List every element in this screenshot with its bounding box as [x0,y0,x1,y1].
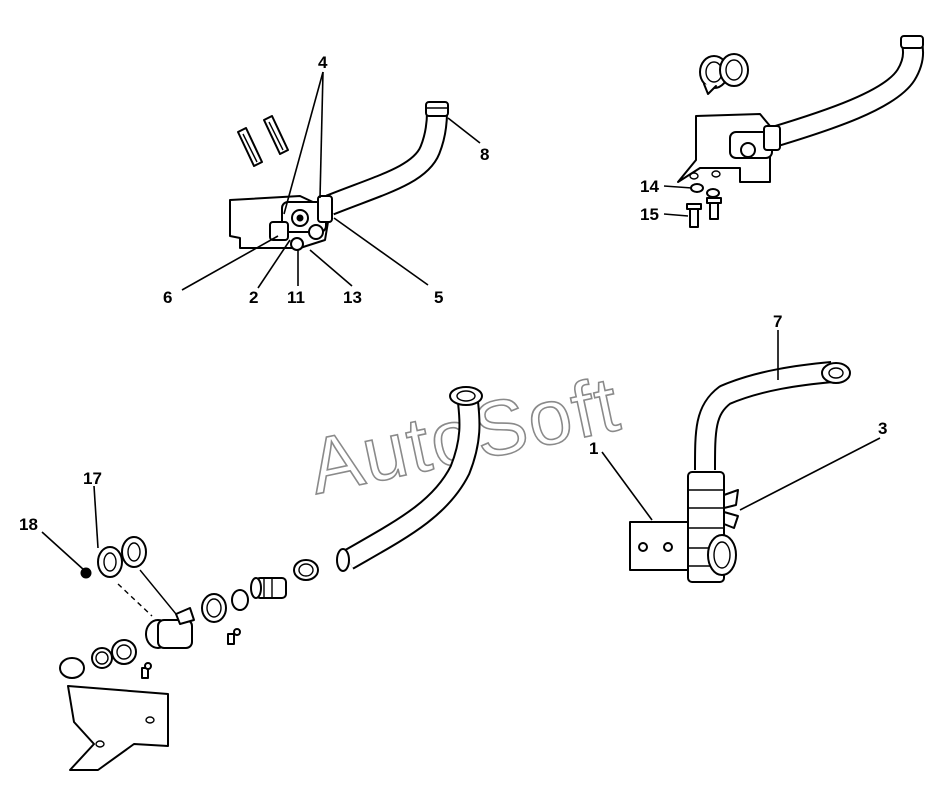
bolt [706,197,722,220]
washer [690,183,704,193]
callouts: 4 8 6 2 11 13 5 14 15 7 3 1 17 18 [19,53,887,534]
callout-1: 1 [589,439,598,458]
callout-13: 13 [343,288,362,307]
heater-hose-long [342,400,481,570]
assembly-top-right [677,35,925,228]
fitting [250,577,287,599]
callout-7: 7 [773,312,782,331]
heater-valve-bottom [145,607,195,649]
callout-11: 11 [287,288,305,307]
callout-2: 2 [249,288,258,307]
callout-5: 5 [434,288,443,307]
assembly-bottom-left [59,386,483,771]
callout-3: 3 [878,419,887,438]
valve-right [729,125,781,159]
heater-hose-right [766,41,925,149]
heater-hose-7 [694,361,834,471]
callout-18: 18 [19,515,38,534]
callout-14: 14 [640,177,659,196]
strip-parts [237,115,289,167]
bolt [686,203,702,228]
hose-clamp-pair [699,53,749,95]
callout-4: 4 [318,53,328,72]
assembly-right-center [629,361,851,583]
callout-6: 6 [163,288,172,307]
heater-valve [269,195,333,251]
callout-8: 8 [480,145,489,164]
mounting-bracket-bottom [67,685,169,771]
heater-hose-upper [325,111,448,216]
callout-15: 15 [640,205,659,224]
heater-valve-7 [687,471,739,583]
assembly-top-left [229,101,449,251]
callout-17: 17 [83,469,102,488]
hose-clamp-17 [97,536,147,578]
leader-lines [41,71,881,571]
